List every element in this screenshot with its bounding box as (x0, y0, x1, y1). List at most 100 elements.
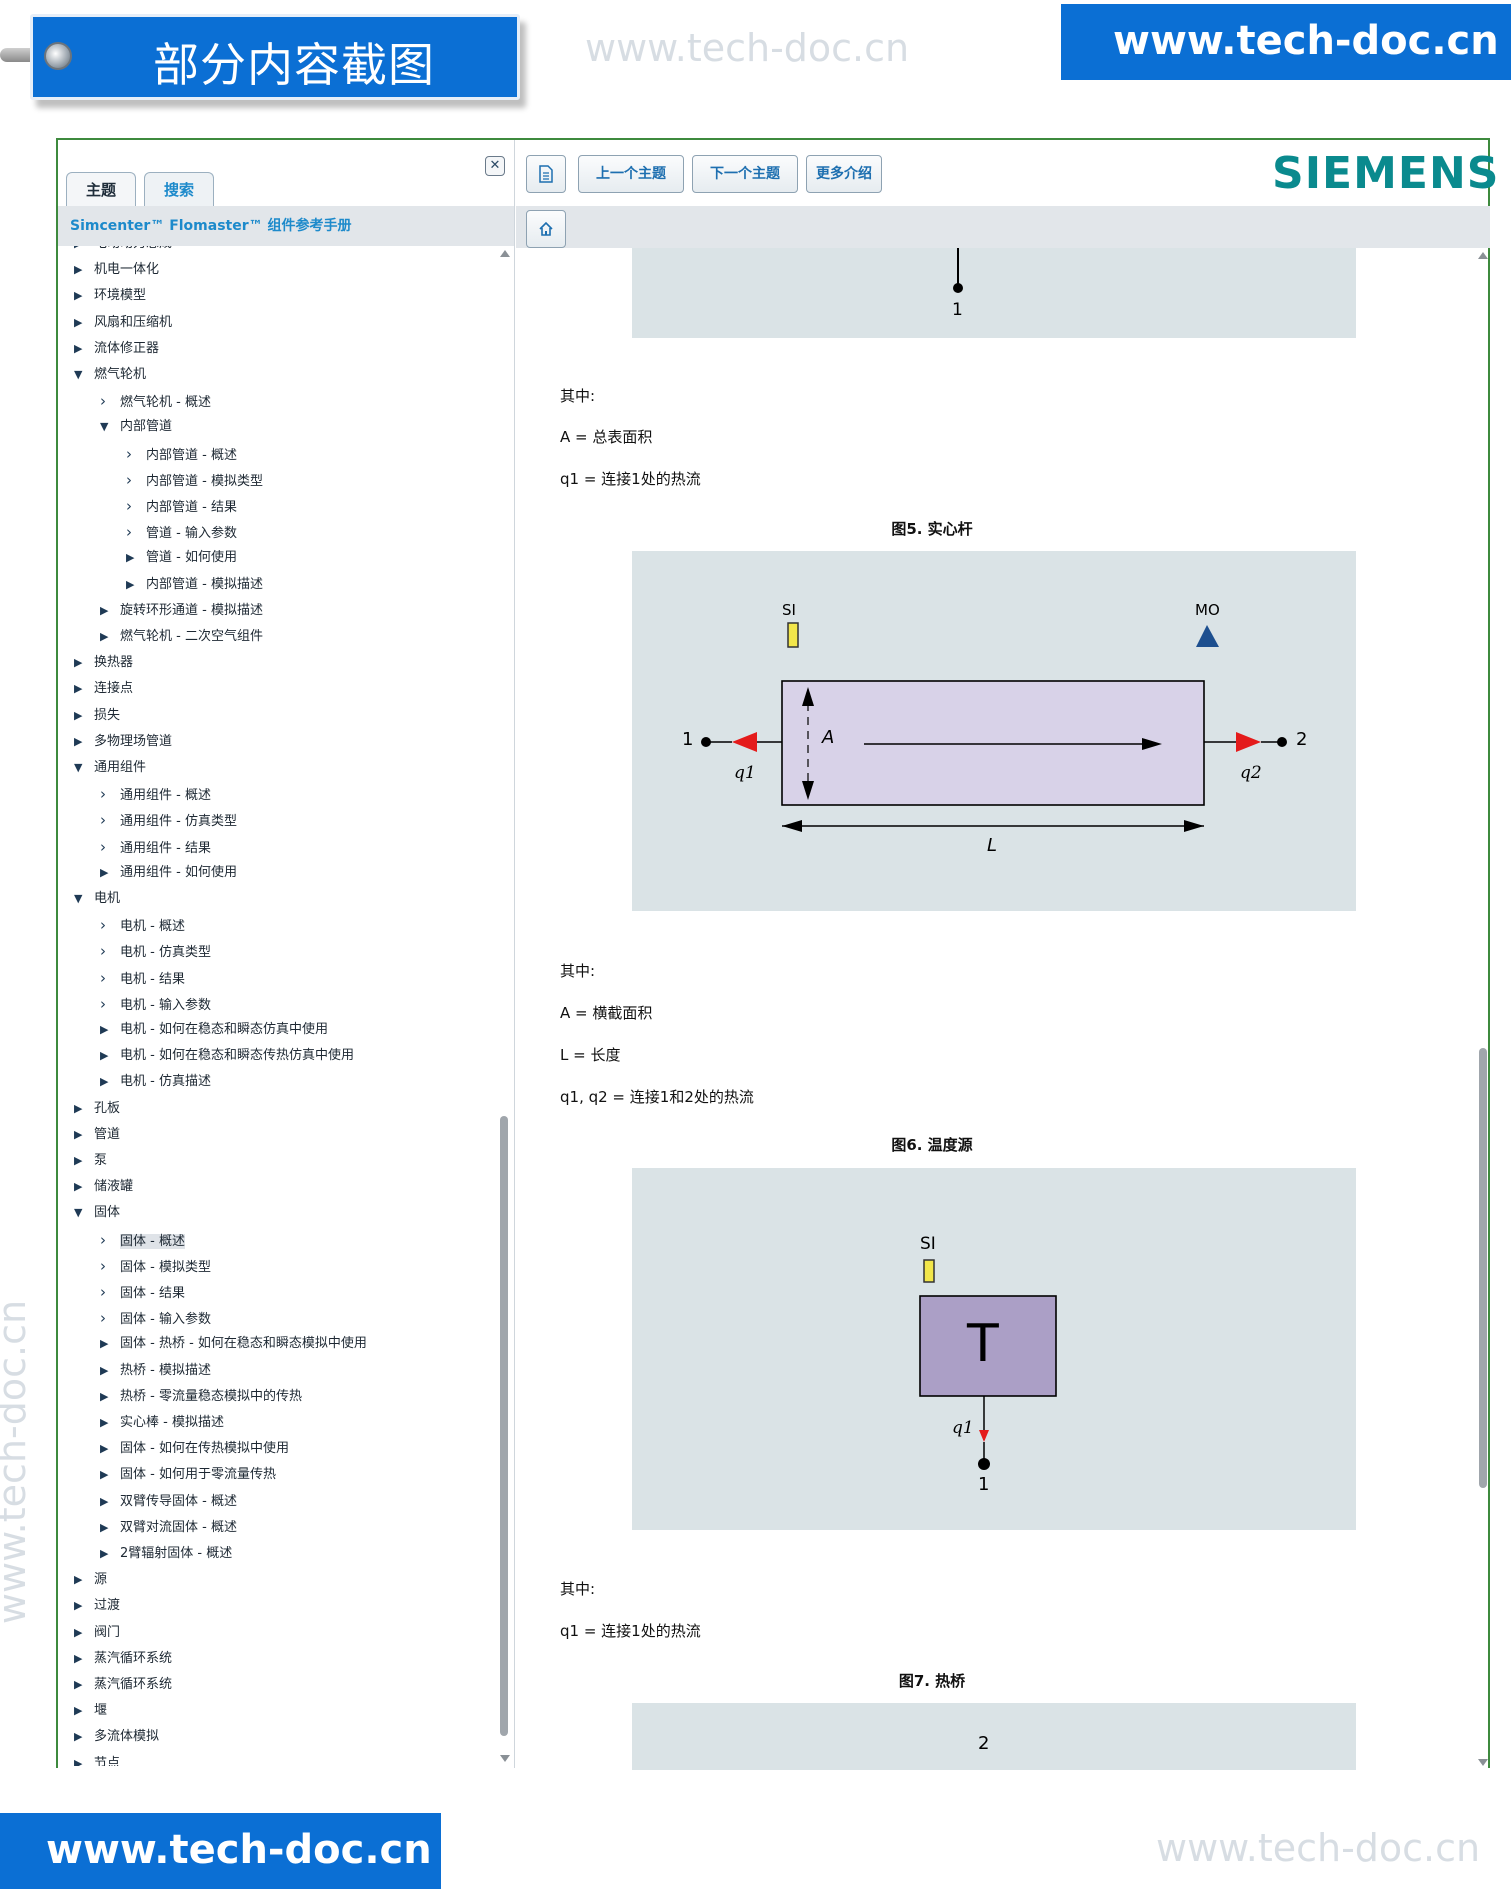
expand-right-icon[interactable]: ▶ (74, 1101, 83, 1115)
tree-item[interactable]: ▶电机 - 仿真描述 (100, 1070, 211, 1094)
scroll-up-icon[interactable] (1478, 252, 1488, 259)
expand-down-icon[interactable]: ▼ (74, 368, 83, 381)
expand-right-icon[interactable]: ▶ (74, 341, 83, 355)
expand-right-icon[interactable]: ▶ (100, 1049, 109, 1063)
tree-item[interactable]: ▼固体 (74, 1201, 120, 1225)
expand-right-icon[interactable]: ▶ (100, 603, 109, 617)
tree-item[interactable]: ▶旋转环形通道 - 模拟描述 (100, 599, 263, 623)
tree-item[interactable]: ▶换热器 (74, 651, 133, 675)
tree-item[interactable]: ▶燃气轮机 - 二次空气组件 (100, 625, 263, 649)
tree-item[interactable]: ▼内部管道 (100, 415, 172, 439)
more-info-button[interactable]: 更多介绍 (806, 155, 882, 193)
expand-right-icon[interactable]: ▶ (74, 315, 83, 329)
chevron-right-icon[interactable]: › (100, 942, 106, 961)
expand-right-icon[interactable]: ▶ (126, 577, 135, 591)
tree-item[interactable]: ▶2臂辐射固体 - 概述 (100, 1542, 232, 1566)
tree-item[interactable]: ▶双臂传导固体 - 概述 (100, 1490, 237, 1514)
chevron-right-icon[interactable]: › (100, 1283, 106, 1301)
tree-item[interactable]: ▶固体 - 热桥 - 如何在稳态和瞬态模拟中使用 (100, 1332, 367, 1356)
expand-right-icon[interactable]: ▶ (100, 1520, 109, 1534)
expand-right-icon[interactable]: ▶ (74, 1730, 83, 1744)
expand-right-icon[interactable]: ▶ (74, 708, 83, 722)
expand-right-icon[interactable]: ▶ (100, 1023, 109, 1036)
tree-item[interactable]: ›内部管道 - 结果 (126, 494, 237, 518)
expand-down-icon[interactable]: ▼ (74, 761, 83, 774)
expand-right-icon[interactable]: ▶ (100, 630, 109, 643)
tree-item[interactable]: ▼电机 (74, 887, 120, 911)
tree-item[interactable]: ▶内部管道 - 模拟描述 (126, 573, 263, 597)
tree-item[interactable]: ▶多物理场管道 (74, 730, 172, 754)
tab-topics[interactable]: 主题 (66, 172, 136, 206)
expand-right-icon[interactable]: ▶ (100, 865, 109, 879)
tree-item[interactable]: ›内部管道 - 模拟类型 (126, 468, 263, 492)
tree-scrollbar[interactable] (498, 246, 512, 1766)
tree-item[interactable]: ›固体 - 模拟类型 (100, 1254, 211, 1278)
expand-right-icon[interactable]: ▶ (74, 1599, 83, 1613)
scrollbar-thumb[interactable] (1479, 1048, 1487, 1488)
document-button[interactable] (526, 155, 566, 193)
tree-item[interactable]: ▶热桥 - 模拟描述 (100, 1359, 211, 1383)
prev-topic-button[interactable]: 上一个主题 (578, 155, 684, 193)
tree-item[interactable]: ›通用组件 - 概述 (100, 782, 211, 806)
tree-item[interactable]: ▶多流体模拟 (74, 1725, 159, 1749)
tree-item[interactable]: ▼燃气轮机 (74, 363, 146, 387)
expand-down-icon[interactable]: ▼ (74, 892, 83, 905)
expand-right-icon[interactable]: ▶ (74, 1651, 83, 1665)
scroll-up-icon[interactable] (500, 250, 510, 257)
tree-item[interactable]: ▶通用组件 - 如何使用 (100, 861, 237, 885)
expand-right-icon[interactable]: ▶ (100, 1363, 109, 1377)
next-topic-button[interactable]: 下一个主题 (692, 155, 798, 193)
expand-right-icon[interactable]: ▶ (100, 1547, 109, 1560)
tree-item[interactable]: ›电机 - 输入参数 (100, 992, 211, 1016)
chevron-right-icon[interactable]: › (100, 392, 106, 411)
tree-item[interactable]: ▶固体 - 如何在传热模拟中使用 (100, 1437, 289, 1461)
tree-item[interactable]: ▶流体修正器 (74, 337, 159, 361)
expand-right-icon[interactable]: ▶ (100, 1468, 109, 1482)
tree-item[interactable]: ▶实心棒 - 模拟描述 (100, 1411, 224, 1435)
tree-item[interactable]: ›管道 - 输入参数 (126, 520, 237, 544)
tree-item[interactable]: ▶过渡 (74, 1594, 120, 1618)
expand-right-icon[interactable]: ▶ (74, 656, 83, 670)
expand-right-icon[interactable]: ▶ (74, 1678, 83, 1691)
book-title[interactable]: Simcenter™ Flomaster™ 组件参考手册 (58, 206, 514, 246)
expand-right-icon[interactable]: ▶ (74, 1154, 83, 1167)
tree-item[interactable]: ›固体 - 概述 (100, 1228, 185, 1252)
tree-item[interactable]: ›内部管道 - 概述 (126, 442, 237, 466)
close-icon[interactable]: ✕ (485, 156, 505, 176)
chevron-right-icon[interactable]: › (100, 1256, 106, 1275)
scroll-down-icon[interactable] (500, 1755, 510, 1762)
chevron-right-icon[interactable]: › (100, 994, 106, 1013)
tree-item[interactable]: ›固体 - 输入参数 (100, 1306, 211, 1330)
chevron-right-icon[interactable]: › (126, 523, 132, 542)
tree-item[interactable]: ▶堰 (74, 1699, 107, 1723)
tree-item[interactable]: ›通用组件 - 仿真类型 (100, 808, 237, 832)
tree-item[interactable]: ▶源 (74, 1568, 107, 1592)
expand-down-icon[interactable]: ▼ (74, 1206, 83, 1220)
chevron-right-icon[interactable]: › (100, 837, 106, 856)
expand-right-icon[interactable]: ▶ (100, 1075, 109, 1089)
tree-item[interactable]: ▶储液罐 (74, 1175, 133, 1199)
tree-item[interactable]: ▶双臂对流固体 - 概述 (100, 1516, 237, 1540)
tree-item[interactable]: ▶风扇和压缩机 (74, 311, 172, 335)
home-button[interactable] (526, 210, 566, 248)
tree-item[interactable]: ▶泵 (74, 1149, 107, 1173)
tree-item[interactable]: ▶环境模型 (74, 284, 146, 308)
scroll-down-icon[interactable] (1478, 1759, 1488, 1766)
tree-item[interactable]: ›电机 - 仿真类型 (100, 939, 211, 963)
expand-right-icon[interactable]: ▶ (74, 1756, 83, 1766)
expand-right-icon[interactable]: ▶ (100, 1494, 109, 1508)
tree-item[interactable]: ›燃气轮机 - 概述 (100, 389, 211, 413)
tree-item[interactable]: ▶蒸汽循环系统 (74, 1647, 172, 1671)
tree-item[interactable]: ▶固体 - 如何用于零流量传热 (100, 1463, 276, 1487)
tree-item[interactable]: ▶孔板 (74, 1097, 120, 1121)
tree-item[interactable]: ›电机 - 概述 (100, 913, 185, 937)
tree-item[interactable]: ›电机 - 结果 (100, 966, 185, 990)
expand-right-icon[interactable]: ▶ (100, 1389, 109, 1403)
expand-right-icon[interactable]: ▶ (74, 246, 94, 256)
expand-right-icon[interactable]: ▶ (74, 1704, 83, 1718)
scrollbar-thumb[interactable] (500, 1116, 508, 1736)
tree-item[interactable]: ▶电机 - 如何在稳态和瞬态传热仿真中使用 (100, 1044, 354, 1068)
tree-item[interactable]: ▶损失 (74, 704, 120, 728)
tree-item[interactable]: ▶热桥 - 零流量稳态模拟中的传热 (100, 1385, 302, 1409)
expand-right-icon[interactable]: ▶ (74, 1180, 83, 1194)
